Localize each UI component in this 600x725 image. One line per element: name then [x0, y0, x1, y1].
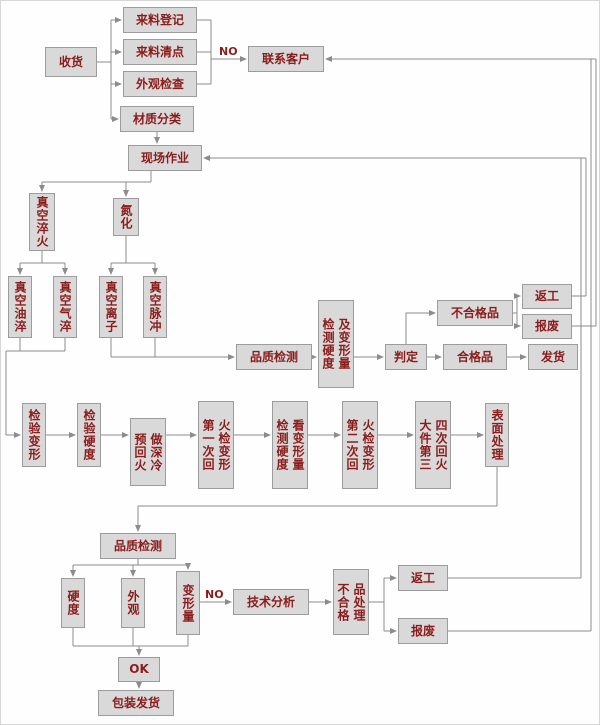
node-ok: OK — [118, 657, 160, 682]
node-conforming: 合格品 — [443, 344, 507, 370]
node-nonconforming: 不合格品 — [437, 300, 513, 326]
node-appearance: 外观 — [121, 578, 145, 628]
node-vacuum-oil-quench: 真空油淬 — [8, 276, 32, 338]
node-third-fourth-temper: 大件第三 四次回火 — [415, 401, 451, 489]
node-scrap-bottom: 报废 — [398, 618, 448, 644]
node-quality-inspection-top: 品质检测 — [236, 344, 312, 370]
node-incoming-counting: 来料清点 — [123, 39, 197, 65]
node-first-temper-check: 第一次回 火检变形 — [198, 401, 234, 489]
node-judgment: 判定 — [385, 344, 427, 370]
node-pre-temper-deep-cold: 预回火 做深冷 — [130, 418, 166, 486]
node-surface-treatment: 表面处理 — [485, 403, 509, 467]
node-vacuum-pulse: 真空脉冲 — [143, 276, 167, 338]
node-check-hardness-deformation: 检测硬度 看变形量 — [272, 401, 308, 489]
node-appearance-inspection: 外观检查 — [123, 71, 197, 97]
node-scrap-top: 报废 — [522, 314, 572, 339]
node-ship: 发货 — [528, 344, 578, 370]
no-label-bottom: NO — [205, 588, 224, 601]
node-nonconforming-handling: 不合格 品处理 — [333, 569, 369, 635]
node-rework-bottom: 返工 — [398, 565, 448, 591]
node-vacuum-gas-quench: 真空气淬 — [53, 276, 77, 338]
node-second-temper-check: 第二次回 火检变形 — [342, 401, 378, 489]
node-inspect-deformation: 检验变形 — [22, 403, 46, 467]
node-quality-inspection-bottom: 品质检测 — [100, 533, 176, 559]
node-packing-shipping: 包装发货 — [98, 690, 174, 716]
node-inspect-hardness: 检验硬度 — [77, 403, 101, 467]
node-test-hardness-deformation: 检测硬度 及变形量 — [318, 300, 354, 388]
node-onsite-operation: 现场作业 — [128, 145, 202, 171]
node-vacuum-quenching: 真空淬火 — [29, 193, 55, 251]
node-hardness: 硬度 — [61, 578, 85, 628]
node-receive-goods: 收货 — [45, 47, 97, 77]
node-nitriding: 氮化 — [113, 198, 139, 236]
node-vacuum-ion: 真空离子 — [99, 276, 123, 338]
node-material-classification: 材质分类 — [120, 106, 194, 132]
node-technical-analysis: 技术分析 — [233, 589, 309, 615]
node-contact-customer: 联系客户 — [248, 46, 324, 72]
node-incoming-registration: 来料登记 — [123, 7, 197, 33]
node-deformation: 变形量 — [176, 571, 200, 635]
node-rework-top: 返工 — [522, 284, 572, 309]
no-label-top: NO — [219, 45, 238, 58]
